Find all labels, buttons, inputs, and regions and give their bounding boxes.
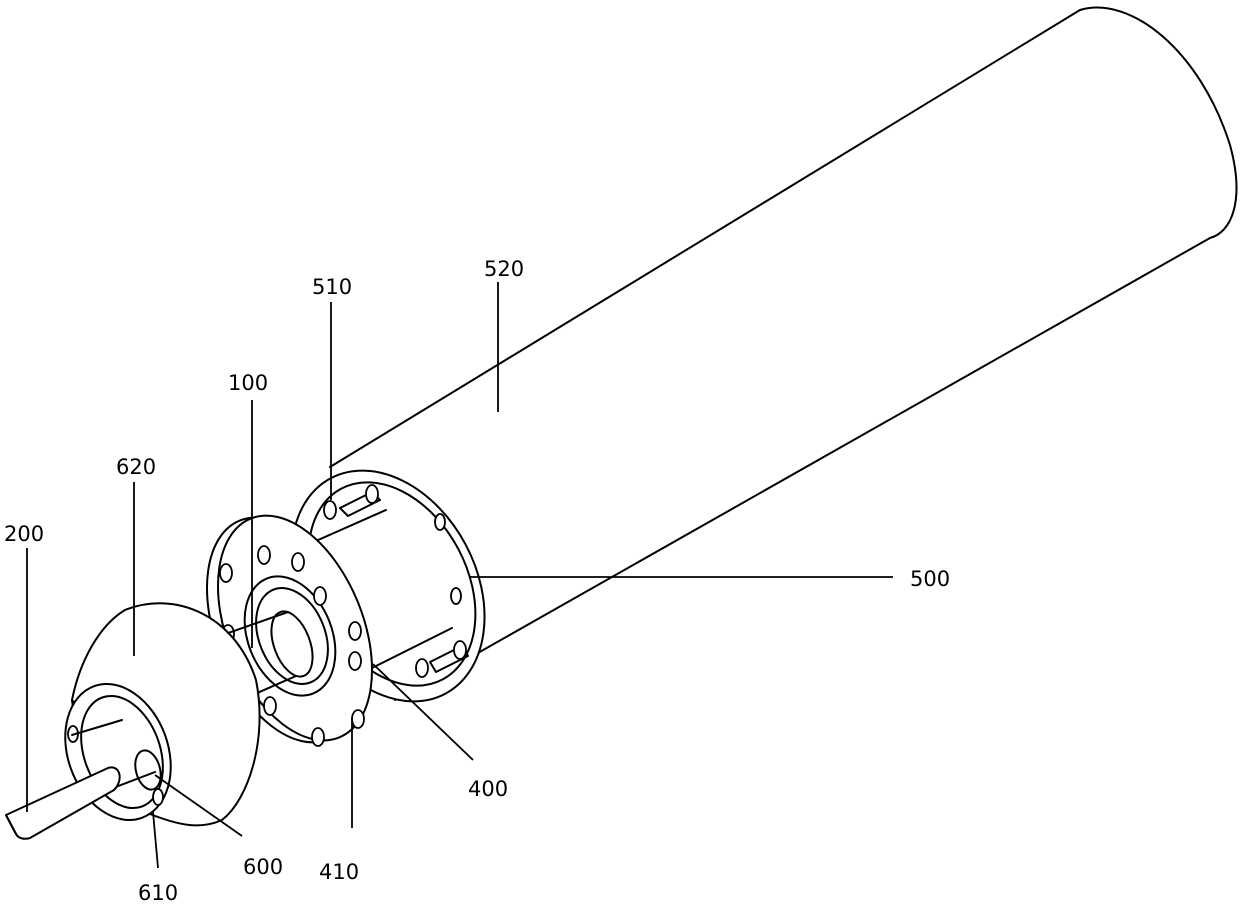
label-200: 200 [4, 522, 44, 546]
label-620: 620 [116, 455, 156, 479]
label-100: 100 [228, 371, 268, 395]
label-610: 610 [138, 881, 178, 905]
label-400: 400 [468, 777, 508, 801]
label-520: 520 [484, 257, 524, 281]
label-410: 410 [319, 860, 359, 884]
label-600: 600 [243, 855, 283, 879]
label-510: 510 [312, 275, 352, 299]
label-500: 500 [910, 567, 950, 591]
